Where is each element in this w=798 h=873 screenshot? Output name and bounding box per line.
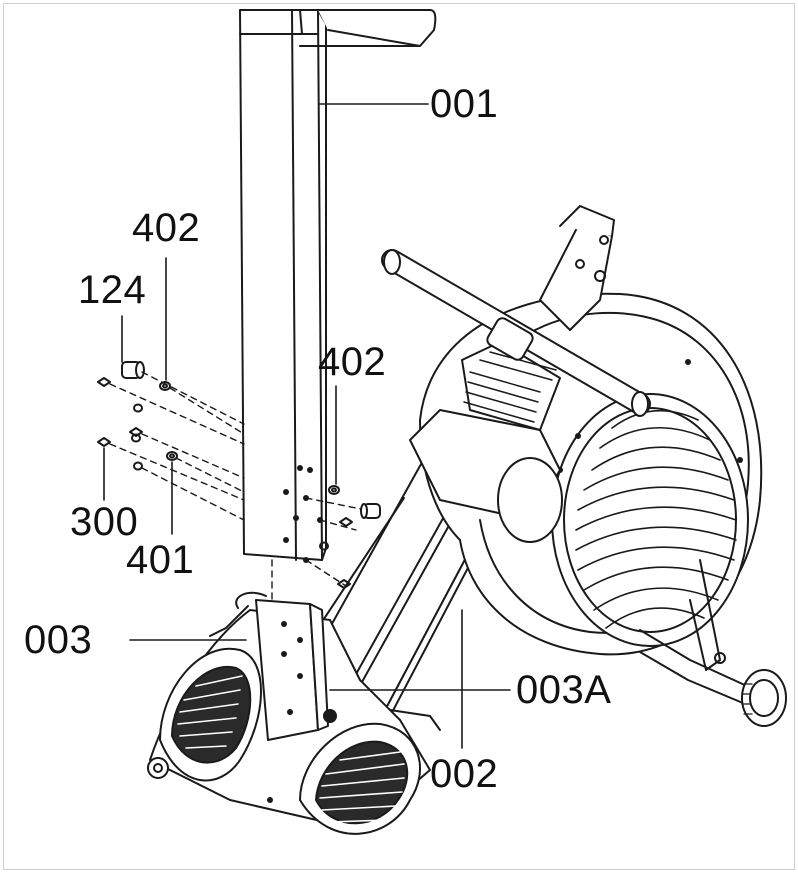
part-label-124: 124 bbox=[78, 268, 147, 312]
part-label-003: 003 bbox=[24, 618, 93, 662]
part-label-003a: 003A bbox=[516, 668, 612, 712]
foot-pedal-left bbox=[147, 647, 262, 782]
leader-lines bbox=[103, 103, 511, 749]
part-label-002: 002 bbox=[430, 752, 499, 796]
part-label-001: 001 bbox=[430, 82, 499, 126]
part-label-402-mid: 402 bbox=[318, 340, 387, 384]
part-label-401: 401 bbox=[126, 538, 195, 582]
part-label-402-top: 402 bbox=[132, 206, 201, 250]
upright-rail-001 bbox=[239, 9, 437, 561]
grille bbox=[463, 351, 557, 423]
flywheel-fan-vents bbox=[575, 409, 737, 629]
assembly-guide-lines bbox=[109, 371, 377, 641]
left-hardware bbox=[97, 361, 178, 471]
foot-pedal-right bbox=[299, 709, 441, 835]
intake-box bbox=[409, 341, 563, 543]
rear-stabilizer bbox=[639, 559, 787, 727]
handle-bar bbox=[381, 205, 651, 417]
image-frame bbox=[3, 3, 795, 870]
part-label-300: 300 bbox=[70, 500, 139, 544]
